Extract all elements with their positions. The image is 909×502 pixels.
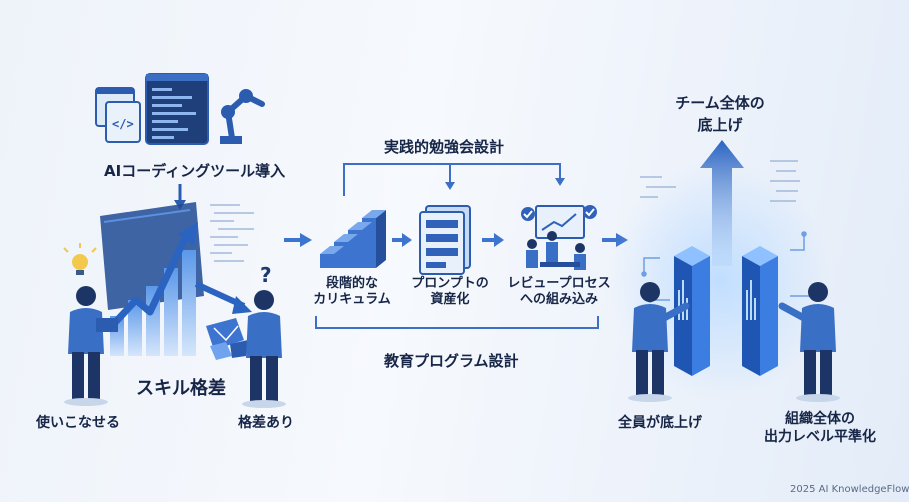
lightbulb-icon <box>63 243 97 275</box>
document-stack-icon <box>419 205 471 275</box>
data-pillar-right <box>742 246 778 376</box>
credit-text: 2025 AI KnowledgeFlow <box>790 484 909 495</box>
step-review-line2: への組み込み <box>519 292 598 307</box>
robot-arm-icon <box>220 89 265 144</box>
step-prompt-line2: 資産化 <box>430 292 470 307</box>
team-review-icon <box>521 205 597 270</box>
tool-intro-label: AIコーディングツール導入 <box>104 162 286 180</box>
step-prompt-label: プロンプトの 資産化 <box>404 276 496 308</box>
person-using-laptop <box>64 286 118 406</box>
team-raise-line2: 底上げ <box>697 116 743 134</box>
all-raise-label: 全員が底上げ <box>618 415 702 431</box>
broken-blocks-icon <box>206 318 248 360</box>
step-curriculum-line2: カリキュラム <box>313 292 391 307</box>
svg-text:</>: </> <box>112 117 134 131</box>
code-windows-icon: </> <box>95 73 209 145</box>
data-pillar-left <box>674 246 710 376</box>
program-design-bracket <box>315 316 599 329</box>
skill-gap-label: スキル格差 <box>136 378 226 399</box>
study-design-bracket <box>343 163 561 196</box>
program-design-label: 教育プログラム設計 <box>384 352 519 370</box>
arrow-right-icon <box>402 233 412 247</box>
team-raise-line1: チーム全体の <box>675 94 765 112</box>
can-use-label: 使いこなせる <box>36 415 120 431</box>
stairs-icon <box>320 210 386 268</box>
up-arrow-icon <box>700 140 744 266</box>
step-review-line1: レビュープロセス <box>507 276 611 291</box>
person-thinking <box>242 290 286 408</box>
study-design-label: 実践的勉強会設計 <box>384 138 505 156</box>
step-review-label: レビュープロセス への組み込み <box>504 276 614 308</box>
org-level-line2: 出力レベル平準化 <box>764 429 876 445</box>
has-gap-label: 格差あり <box>238 415 294 431</box>
person-left-presenting <box>628 282 690 402</box>
org-level-line1: 組織全体の <box>785 411 855 427</box>
person-right-presenting <box>778 282 840 402</box>
question-mark-icon: ? <box>260 263 272 287</box>
team-raise-label: チーム全体の 底上げ <box>662 92 778 136</box>
arrow-right-icon <box>494 233 504 247</box>
org-level-label: 組織全体の 出力レベル平準化 <box>760 410 880 446</box>
step-prompt-line1: プロンプトの <box>411 276 489 291</box>
step-curriculum-label: 段階的な カリキュラム <box>312 276 392 308</box>
step-curriculum-line1: 段階的な <box>325 276 378 291</box>
